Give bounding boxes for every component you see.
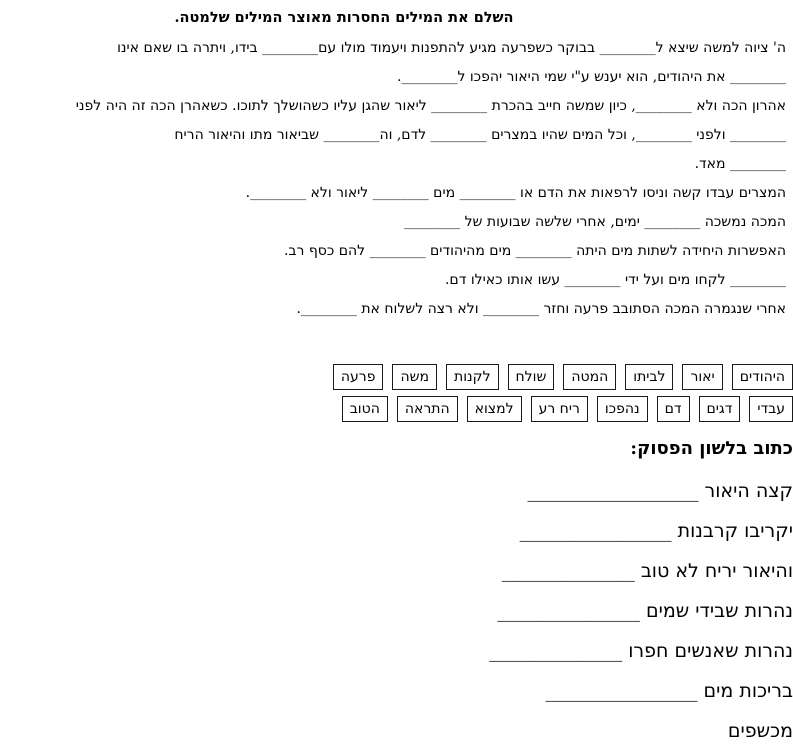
word-bank-word: ריח רע (530, 396, 588, 422)
exercise-line: ________ ולפני ________, וכל המים שהיו ב… (174, 127, 786, 143)
verse-item: יקריבו קרבנות ________________ (519, 520, 793, 542)
exercise-line: ה' ציוה למשה שיצא ל________ בבוקר כשפרעה… (117, 40, 786, 56)
word-bank-word: עבדי (749, 396, 793, 422)
exercise-title: השלם את המילים החסרות מאוצר המילים שלמטה… (174, 9, 514, 26)
exercise-line: המצרים עבדו קשה וניסו לרפאות את הדם או _… (245, 185, 786, 201)
exercise-line: ________ את היהודים, הוא יענש ע"י שמי הי… (397, 69, 786, 85)
word-bank-word: התראה (396, 396, 458, 422)
exercise-text: ה' ציוה למשה שיצא ל________ בבוקר כשפרעה… (0, 34, 793, 324)
verse-item: נהרות שבידי שמים _______________ (497, 600, 793, 622)
exercise-line: ________ מאד. (694, 156, 786, 172)
word-bank-word: משה (392, 364, 438, 390)
verse-item: קצה היאור __________________ (527, 480, 793, 502)
word-bank-word: לקנות (446, 364, 499, 390)
exercise-line: ________ לקחו מים ועל ידי ________ עשו א… (444, 272, 786, 288)
word-bank-word: פרעה (332, 364, 384, 390)
exercise-line: אהרון הכה ולא ________, כיון שמשה חייב ב… (75, 98, 786, 114)
exercise-line: אחרי שנגמרה המכה הסתובב פרעה וחזר ______… (296, 301, 786, 317)
verse-item: בריכות מים ________________ (545, 680, 793, 702)
word-bank-word: יאור (682, 364, 723, 390)
verse-section-heading: כתוב בלשון הפסוק: (630, 438, 793, 459)
word-bank-word: דגים (698, 396, 741, 422)
word-bank-word: היהודים (731, 364, 793, 390)
word-bank-row-2: עבדי דגים דם נהפכו ריח רע למצוא התראה הטוב (341, 396, 793, 424)
exercise-line: האפשרות היחידה לשתות מים היתה ________ מ… (283, 243, 786, 259)
verse-section: כתוב בלשון הפסוק: קצה היאור ____________… (356, 436, 793, 751)
word-bank: היהודים יאור לביתו המטה שולח לקנות משה פרעה עבד… (332, 364, 793, 424)
verse-item: נהרות שאנשים חפרו ______________ (489, 640, 793, 662)
exercise-line: המכה נמשכה ________ ימים, אחרי שלשה שבוע… (404, 214, 786, 230)
word-bank-row-1: היהודים יאור לביתו המטה שולח לקנות משה פרעה (332, 364, 793, 392)
verse-item: והיאור יריח לא טוב ______________ (501, 560, 793, 582)
word-bank-word: לביתו (625, 364, 674, 390)
word-bank-word: המטה (563, 364, 617, 390)
word-bank-word: שולח (507, 364, 555, 390)
verse-item: מכשפים (727, 720, 793, 742)
word-bank-word: למצוא (466, 396, 522, 422)
word-bank-word: דם (656, 396, 690, 422)
word-bank-word: הטוב (341, 396, 388, 422)
word-bank-word: נהפכו (596, 396, 648, 422)
